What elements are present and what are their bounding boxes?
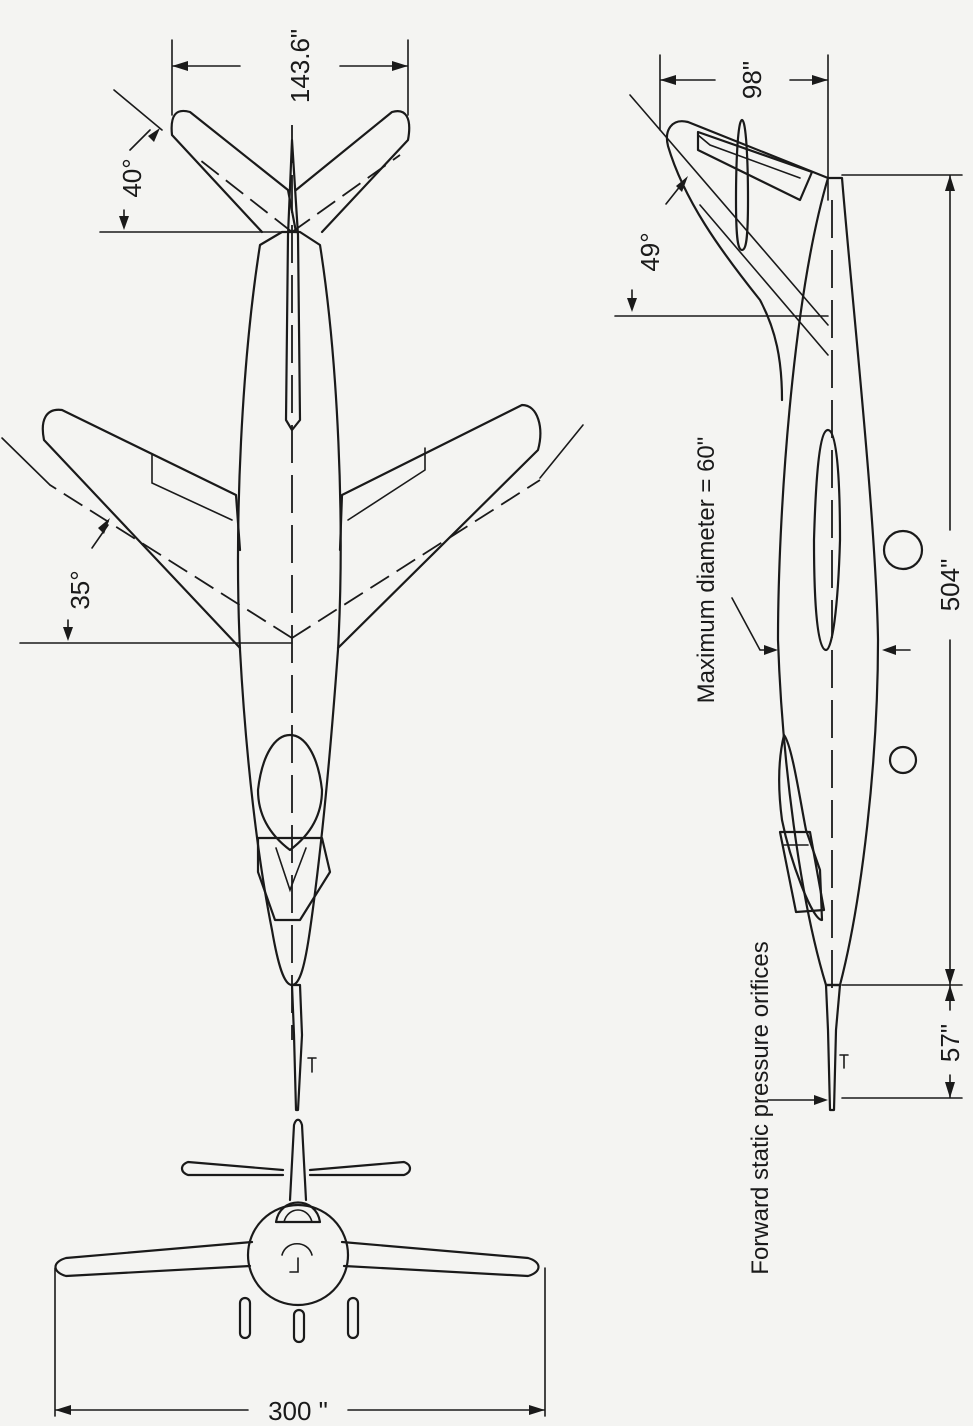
probe-length-dimension: 57" — [841, 984, 965, 1099]
pressure-orifice-upper — [882, 529, 924, 571]
fin-height-label: 98" — [737, 61, 767, 99]
side-fin — [665, 120, 830, 402]
wing-span-label: 300 " — [268, 1396, 328, 1426]
plan-canopy — [256, 733, 324, 852]
fin-sweep-dimension: 49° — [614, 176, 829, 317]
max-diameter-label: Maximum diameter = 60" — [693, 437, 720, 704]
plan-tail-left — [170, 109, 298, 234]
plan-fuselage — [236, 230, 342, 987]
pressure-orifices-callout: Forward static pressure orifices — [747, 941, 828, 1275]
plan-fin — [284, 138, 302, 432]
fuselage-length-label: 504" — [935, 559, 965, 612]
wing-sweep-dimension: 35° — [1, 424, 584, 644]
probe-length-label: 57" — [935, 1024, 965, 1062]
pressure-orifices-label: Forward static pressure orifices — [747, 941, 774, 1274]
tail-sweep-dimension: 40° — [99, 89, 293, 233]
plan-wing-left — [41, 408, 242, 650]
wing-span-dimension: 300 " — [54, 1267, 546, 1426]
plan-nose-probe — [290, 983, 304, 1112]
front-wing — [54, 1240, 540, 1278]
side-nose-probe — [824, 983, 842, 1112]
plan-wing-right — [336, 403, 542, 650]
front-tail — [180, 1160, 412, 1177]
front-fin — [288, 1118, 308, 1202]
wing-sweep-label: 35° — [65, 570, 95, 609]
plan-view — [41, 109, 542, 1112]
front-fuselage — [246, 1203, 350, 1307]
fin-sweep-label: 49° — [635, 232, 665, 271]
pressure-orifice-lower — [888, 745, 918, 775]
tail-span-label: 143.6" — [285, 29, 315, 103]
tail-span-dimension: 143.6" — [171, 29, 409, 116]
tail-sweep-label: 40° — [117, 158, 147, 197]
fuselage-length-dimension: 504" — [841, 174, 965, 986]
side-view — [629, 94, 924, 1112]
plan-tail-right — [294, 110, 411, 234]
max-diameter-callout: Maximum diameter = 60" — [693, 437, 911, 704]
fin-height-dimension: 98" — [659, 54, 829, 201]
front-view — [54, 1118, 540, 1344]
